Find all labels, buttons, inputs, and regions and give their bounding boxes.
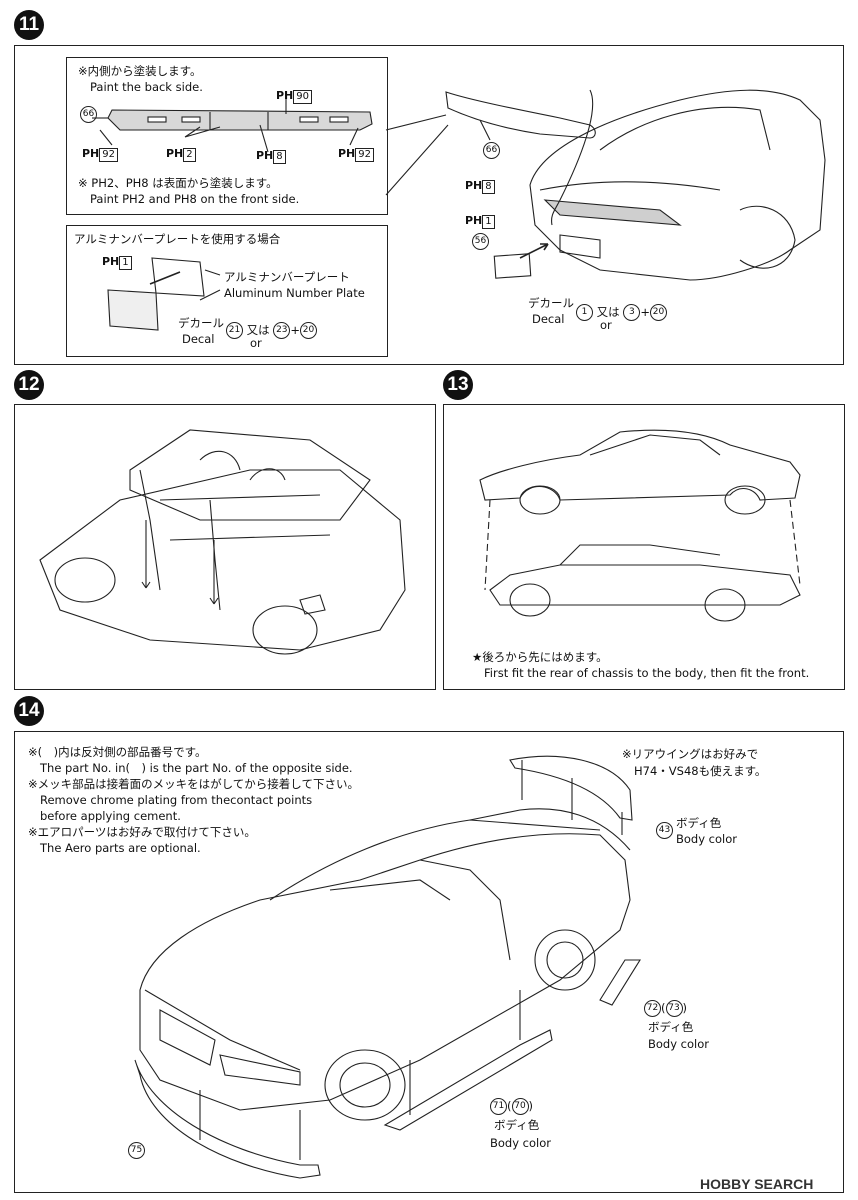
part-72-jp: ボディ色: [648, 1020, 694, 1034]
part-66-car-label: 66: [483, 142, 500, 159]
part-72-label: 72(73): [644, 1000, 687, 1017]
paint-back-note-jp: ※内側から塗装します。: [78, 64, 202, 78]
body-drawing: [479, 429, 801, 515]
decal2-jp: デカール: [528, 296, 574, 310]
step-14-badge: 14: [14, 696, 44, 726]
note-aero-jp: ※エアロパーツはお好みで取付けて下さい。: [28, 825, 256, 839]
decal-jp: デカール: [178, 316, 224, 330]
note-chrome-jp: ※メッキ部品は接着面のメッキをはがしてから接着して下さい。: [28, 777, 359, 791]
step-14-panel: [14, 731, 844, 1193]
paint-back-note-en: Paint the back side.: [90, 80, 203, 94]
part-72-en: Body color: [648, 1037, 710, 1051]
note-opposite-jp: ※( )内は反対側の部品番号です。: [28, 745, 207, 759]
chassis-13-drawing: [489, 544, 801, 622]
watermark: HOBBY SEARCH: [700, 1176, 814, 1192]
front-paint-note-en: Paint PH2 and PH8 on the front side.: [90, 192, 300, 206]
chassis-drawing: [39, 429, 406, 655]
part-43-label: 43: [656, 822, 673, 839]
step-11-badge: 11: [14, 10, 44, 40]
part-71-en: Body color: [490, 1136, 552, 1150]
decal-options: 21 又は 23+20: [226, 322, 317, 339]
rear-garnish-drawing: [92, 98, 373, 153]
decal-or-en: or: [250, 336, 262, 350]
note-opposite-en: The part No. in( ) is the part No. of th…: [40, 761, 353, 775]
note-aero-en: The Aero parts are optional.: [40, 841, 201, 855]
note-chrome-en1: Remove chrome plating from thecontact po…: [40, 793, 313, 807]
paint-note-box: [66, 57, 388, 215]
car-rear-drawing: [529, 89, 826, 281]
part-71-jp: ボディ色: [494, 1118, 540, 1132]
fit-note-en: First fit the rear of chassis to the bod…: [484, 666, 810, 680]
decal2-or-en: or: [600, 318, 612, 332]
aluminum-plate-jp: アルミナンバープレート: [224, 270, 350, 284]
front-paint-note-jp: ※ PH2、PH8 は表面から塗装します。: [78, 176, 278, 190]
step-13-panel: [443, 404, 845, 690]
decal2-options: 1 又は 3+20: [576, 304, 667, 321]
wing-note-en: H74・VS48も使えます。: [634, 764, 767, 778]
step-12-badge: 12: [14, 370, 44, 400]
decal-en: Decal: [182, 332, 215, 346]
car-front-drawing: [139, 808, 631, 1121]
wing-note-jp: ※リアウイングはお好みで: [622, 747, 759, 761]
part-71-label: 71(70): [490, 1098, 533, 1115]
aluminum-plate-en: Aluminum Number Plate: [224, 286, 365, 300]
fit-note-jp: ★後ろから先にはめます。: [472, 650, 608, 664]
part-75-label: 75: [128, 1142, 145, 1159]
aluminum-plate-title: アルミナンバープレートを使用する場合: [74, 232, 281, 246]
note-chrome-en2: before applying cement.: [40, 809, 181, 823]
decal2-en: Decal: [532, 312, 565, 326]
step-13-badge: 13: [443, 370, 473, 400]
part-43-en: Body color: [676, 832, 738, 846]
part-43-jp: ボディ色: [676, 816, 722, 830]
part-56-label: 56: [472, 233, 489, 250]
part-66-label: 66: [80, 106, 97, 123]
